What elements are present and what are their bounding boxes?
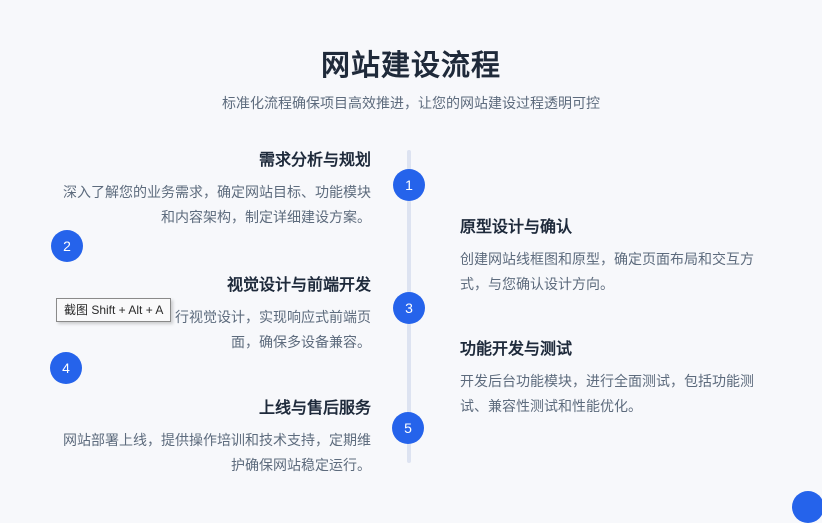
step-block-5: 上线与售后服务 网站部署上线，提供操作培训和技术支持，定期维护确保网站稳定运行。 [57,398,371,478]
page-title: 网站建设流程 [320,50,501,82]
step-marker-1: 1 [393,169,425,201]
step-description: 深入了解您的业务需求，确定网站目标、功能模块和内容架构，制定详细建设方案。 [63,184,371,225]
website-process-section: 网站建设流程 标准化流程确保项目高效推进，让您的网站建设过程透明可控 需求分析与… [50,50,822,523]
screenshot-hotkey-tooltip: 截图 Shift + Alt + A [56,298,172,322]
step-description: 创建网站线框图和原型，确定页面布局和交互方式，与您确认设计方向。 [460,251,754,292]
page-subtitle: 标准化流程确保项目高效推进，让您的网站建设过程透明可控 [222,95,600,111]
step-marker-5: 5 [392,412,424,444]
step-block-3: 视觉设计与前端开发 行视觉设计，实现响应式前端页面，确保多设备兼容。 [57,275,371,355]
step-description: 行视觉设计，实现响应式前端页面，确保多设备兼容。 [175,309,371,350]
step-block-2: 原型设计与确认 创建网站线框图和原型，确定页面布局和交互方式，与您确认设计方向。 [460,217,772,297]
step-marker-2: 2 [51,230,83,262]
step-title: 视觉设计与前端开发 [226,277,371,294]
step-block-1: 需求分析与规划 深入了解您的业务需求，确定网站目标、功能模块和内容架构，制定详细… [57,150,371,230]
step-title: 需求分析与规划 [258,152,371,169]
step-title: 上线与售后服务 [258,400,371,417]
step-marker-3: 3 [393,292,425,324]
step-block-4: 功能开发与测试 开发后台功能模块，进行全面测试，包括功能测试、兼容性测试和性能优… [460,339,772,419]
step-description: 开发后台功能模块，进行全面测试，包括功能测试、兼容性测试和性能优化。 [460,373,754,414]
step-title: 原型设计与确认 [460,219,573,236]
floating-action-button[interactable] [792,491,822,523]
step-marker-4: 4 [50,352,82,384]
step-description: 网站部署上线，提供操作培训和技术支持，定期维护确保网站稳定运行。 [63,432,371,473]
step-title: 功能开发与测试 [460,341,573,358]
